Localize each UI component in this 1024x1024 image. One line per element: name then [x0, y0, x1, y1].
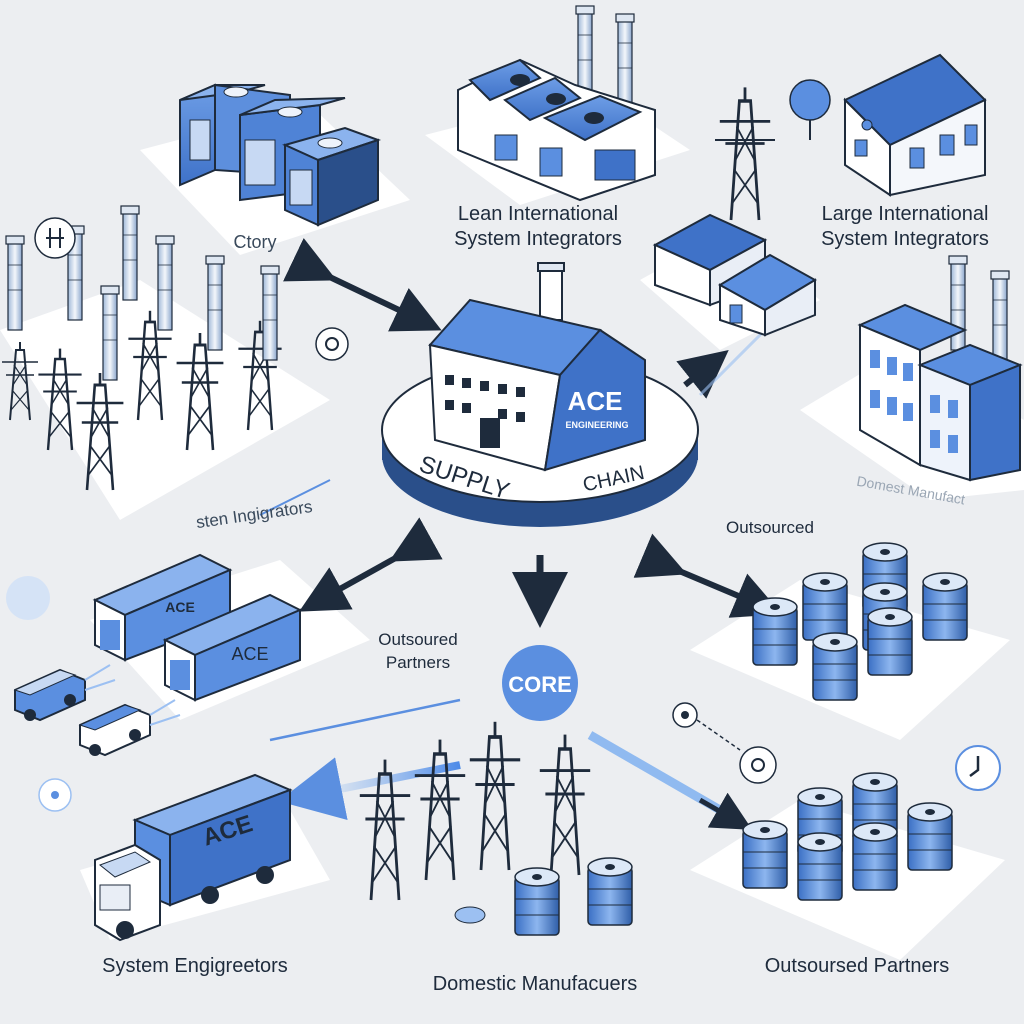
label-top-left-factory: Ctory	[233, 232, 276, 252]
drums-bottom-center	[514, 857, 633, 936]
label-right-outsourced: Outsourced	[726, 518, 814, 537]
label-top-right-line2: System Integrators	[821, 228, 989, 250]
delivery-van-2	[78, 699, 181, 757]
label-left-towers: sten Ingigrators	[195, 497, 314, 532]
warehouse-2-label: ACE	[231, 644, 268, 664]
core-node: CORE	[502, 645, 578, 721]
globe-icon	[6, 576, 50, 620]
core-label: CORE	[508, 672, 572, 697]
arrows	[259, 238, 783, 830]
eye-icon	[38, 778, 72, 812]
label-top-right-line1: Large International	[822, 203, 989, 225]
label-top-center-line1: Lean International	[458, 203, 618, 225]
node-icon	[739, 746, 777, 784]
hub-chimney	[537, 262, 565, 321]
hub-building-sublabel: ENGINEERING	[565, 420, 628, 430]
label-left-partners-line1: Outsoured	[378, 630, 457, 649]
timer-icon	[955, 745, 1001, 791]
labels: Ctory Lean International System Integrat…	[102, 203, 989, 995]
factory-top-center	[457, 5, 656, 202]
label-top-center-line2: System Integrators	[454, 228, 622, 250]
factory-top-left	[179, 83, 382, 227]
truck-bottom-left: ACE	[94, 773, 293, 942]
target-icon	[672, 702, 741, 751]
tower-top-right	[715, 85, 775, 222]
gear-icon	[315, 327, 349, 361]
label-bottom-center: Domestic Manufacuers	[433, 973, 638, 995]
label-bottom-right: Outsoursed Partners	[765, 955, 950, 977]
central-hub: ACE ENGINEERING SUPPLY CHAIN	[381, 262, 699, 527]
houses-center-right	[652, 213, 817, 337]
tag-icon-left	[34, 217, 76, 259]
house-top-right	[843, 53, 987, 197]
hub-building-label: ACE	[568, 386, 623, 416]
warehouses-left: ACE ACE	[92, 553, 303, 702]
small-badge-icon	[454, 906, 486, 924]
warehouse-1-label: ACE	[165, 599, 195, 615]
satellite-dish-icon	[789, 79, 831, 140]
label-bottom-left: System Engigreetors	[102, 955, 288, 977]
delivery-van-1	[13, 664, 116, 722]
label-left-partners-line2: Partners	[386, 653, 450, 672]
industrial-building-right	[857, 255, 1023, 482]
